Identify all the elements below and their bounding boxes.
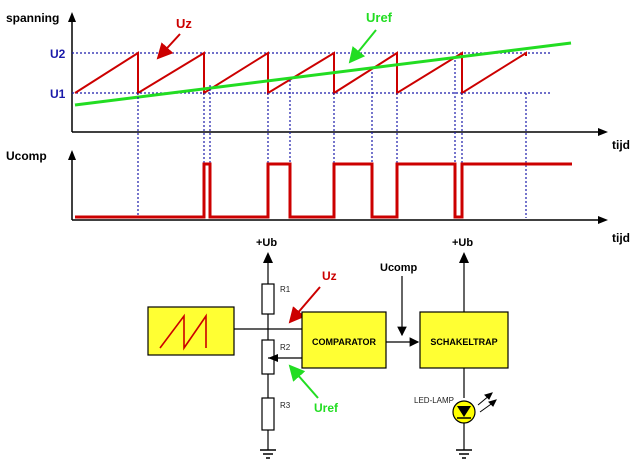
x-axis-label-tijd: tijd bbox=[612, 138, 630, 152]
resistor-r1-label: R1 bbox=[280, 285, 291, 294]
y-axis-label-ucomp: Ucomp bbox=[6, 149, 47, 163]
resistor-r2-label: R2 bbox=[280, 343, 291, 352]
circuit-sawtooth-arrow bbox=[288, 286, 321, 324]
supply-label-right: +Ub bbox=[452, 237, 473, 249]
level-label-u1: U1 bbox=[50, 87, 66, 101]
sawtooth-label-arrow bbox=[156, 33, 181, 60]
comparator-output-waveform bbox=[75, 162, 572, 219]
circuit-reference-label: Uref bbox=[314, 401, 339, 415]
supply-label-left: +Ub bbox=[256, 237, 277, 249]
comparator-label: COMPARATOR bbox=[312, 337, 376, 347]
y-axis-label-spanning: spanning bbox=[6, 11, 59, 25]
sawtooth-generator-icon bbox=[159, 313, 207, 351]
level-label-u2: U2 bbox=[50, 47, 66, 61]
comparator-block bbox=[301, 311, 387, 369]
reference-label-arrow bbox=[348, 29, 377, 64]
circuit-ucomp-label: Ucomp bbox=[380, 262, 418, 274]
x-axis-bottom-arrow bbox=[598, 216, 608, 224]
led-icon bbox=[452, 400, 476, 424]
reference-label: Uref bbox=[366, 10, 393, 25]
switch-stage-label: SCHAKELTRAP bbox=[430, 337, 497, 347]
led-label: LED-LAMP bbox=[414, 396, 454, 405]
resistor-r1 bbox=[261, 283, 275, 315]
wiper-arrow-icon bbox=[268, 354, 278, 362]
circuit: +Ub R1 R2 R3 Uz Uref COMPARATOR bbox=[147, 237, 509, 459]
ground-right-icon bbox=[456, 449, 472, 459]
bottom-graph: Ucomp tijd bbox=[6, 149, 630, 245]
ground-left-icon bbox=[260, 449, 276, 459]
switch-stage-block bbox=[419, 311, 509, 369]
sawtooth-generator-block bbox=[147, 306, 235, 356]
circuit-reference-arrow bbox=[288, 364, 319, 399]
top-graph: spanning tijd U2 U1 Uz Uref bbox=[6, 10, 630, 152]
x-axis-label-tijd-bottom: tijd bbox=[612, 231, 630, 245]
supply-arrow-left bbox=[263, 252, 273, 263]
sawtooth-label: Uz bbox=[176, 16, 192, 31]
resistor-r3-label: R3 bbox=[280, 401, 291, 410]
y-axis-bottom-arrow bbox=[68, 150, 76, 160]
y-axis-top-arrow bbox=[68, 12, 76, 22]
sawtooth-waveform bbox=[74, 51, 527, 95]
reference-line bbox=[74, 41, 572, 107]
circuit-sawtooth-label: Uz bbox=[322, 269, 337, 283]
supply-arrow-right bbox=[459, 252, 469, 263]
led-light-rays-icon bbox=[477, 392, 497, 413]
x-axis-top-arrow bbox=[598, 128, 608, 136]
resistor-r3 bbox=[261, 397, 275, 431]
projection-lines bbox=[137, 60, 527, 218]
